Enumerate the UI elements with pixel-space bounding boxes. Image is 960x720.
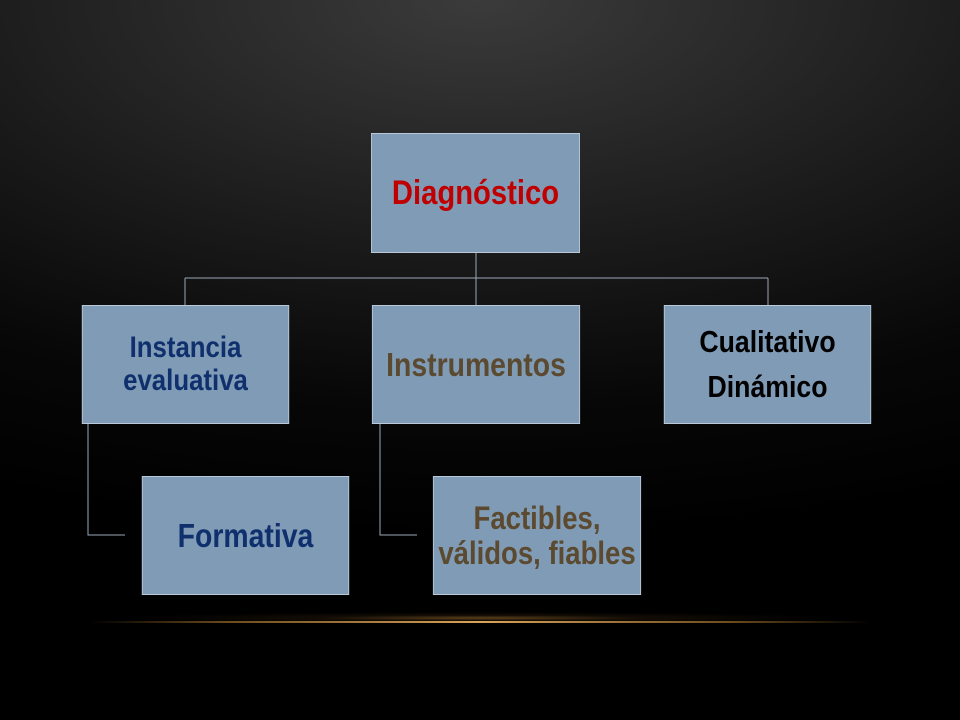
child-link-middle (379, 424, 417, 536)
node-cualitativo-line-1: Cualitativo (699, 323, 836, 359)
node-diagnostico: Diagnóstico (371, 133, 580, 253)
node-formativa-label: Formativa (177, 516, 314, 554)
node-instancia-line-2: evaluativa (123, 363, 248, 397)
node-cualitativo-dinamico: Cualitativo Dinámico (663, 305, 872, 424)
node-cualitativo-line-2: Dinámico (707, 368, 828, 404)
node-instancia-line-1: Instancia (129, 331, 242, 365)
node-instancia-evaluativa: Instancia evaluativa (81, 305, 290, 424)
node-instrumentos: Instrumentos (371, 305, 581, 424)
node-factibles: Factibles, válidos, fiables (432, 476, 642, 595)
node-diagnostico-label: Diagnóstico (391, 173, 560, 212)
node-factibles-line-2: válidos, fiables (438, 534, 636, 571)
node-factibles-line-1: Factibles, (473, 499, 601, 536)
child-link-left (87, 424, 125, 536)
bottom-highlight-line (90, 621, 870, 623)
node-instrumentos-label: Instrumentos (386, 345, 566, 383)
node-formativa: Formativa (141, 476, 350, 595)
